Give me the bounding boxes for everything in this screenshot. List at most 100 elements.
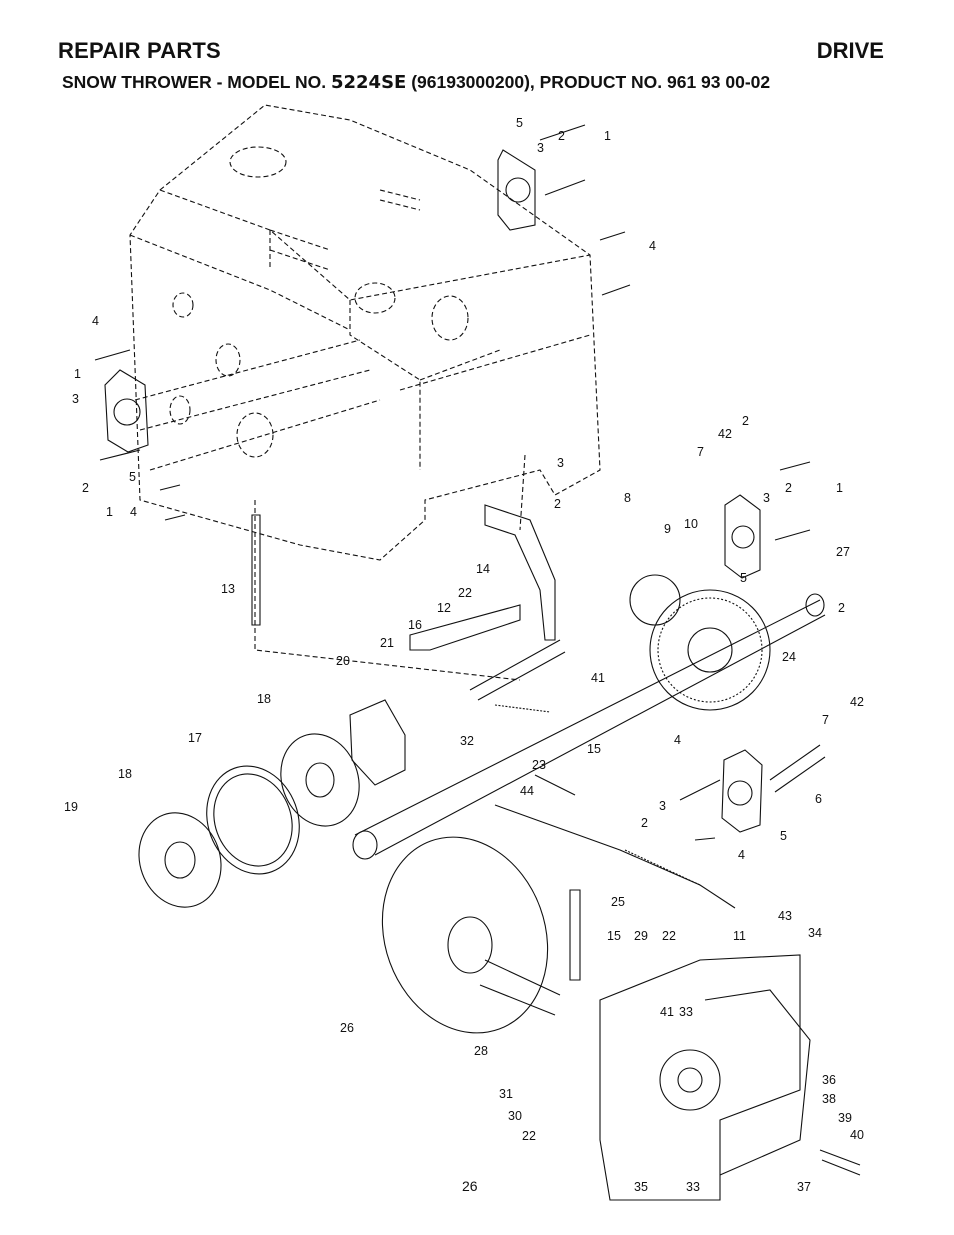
callout-label: 1 <box>106 505 113 519</box>
callout-label: 39 <box>838 1111 852 1125</box>
flange-right <box>724 494 761 579</box>
callout-label: 4 <box>92 314 99 328</box>
callout-label: 3 <box>557 456 564 470</box>
callout-label: 2 <box>554 497 561 511</box>
plate-18-right <box>280 733 360 827</box>
callout-label: 15 <box>587 742 601 756</box>
section-title: REPAIR PARTS <box>58 38 221 63</box>
callout-label: 9 <box>664 522 671 536</box>
callout-label: 5 <box>780 829 787 843</box>
callout-label: 5 <box>516 116 523 130</box>
callout-label: 16 <box>408 618 422 632</box>
callout-label: 1 <box>74 367 81 381</box>
callout-label: 2 <box>742 414 749 428</box>
bracket-14 <box>484 504 556 641</box>
callout-label: 4 <box>649 239 656 253</box>
hex-shaft <box>354 599 826 856</box>
pinion-gear <box>629 574 681 626</box>
flange-left <box>104 369 149 453</box>
callout-label: 3 <box>72 392 79 406</box>
callout-label: 2 <box>785 481 792 495</box>
bearing-lower <box>727 780 753 806</box>
callout-label: 3 <box>763 491 770 505</box>
callout-label: 40 <box>850 1128 864 1142</box>
callout-label: 13 <box>221 582 235 596</box>
callout-label: 41 <box>591 671 605 685</box>
callout-label: 18 <box>257 692 271 706</box>
callout-label: 2 <box>558 129 565 143</box>
callout-label: 2 <box>641 816 648 830</box>
callout-label: 29 <box>634 929 648 943</box>
callout-label: 22 <box>458 586 472 600</box>
bracket-16 <box>409 604 521 651</box>
callout-label: 4 <box>738 848 745 862</box>
callout-label: 5 <box>740 571 747 585</box>
callout-label: 8 <box>624 491 631 505</box>
callout-label: 2 <box>82 481 89 495</box>
bearing-right <box>731 525 755 549</box>
callout-label: 31 <box>499 1087 513 1101</box>
callout-label: 24 <box>782 650 796 664</box>
section-name: DRIVE <box>816 38 884 63</box>
callout-label: 27 <box>836 545 850 559</box>
callout-label: 1 <box>604 129 611 143</box>
callout-label: 42 <box>718 427 732 441</box>
callout-label: 33 <box>686 1180 700 1194</box>
subtitle-prefix: SNOW THROWER - MODEL NO. <box>62 72 331 92</box>
callout-label: 32 <box>460 734 474 748</box>
callout-label: 15 <box>607 929 621 943</box>
callout-label: 19 <box>64 800 78 814</box>
shaft-13 <box>251 514 261 626</box>
callout-label: 25 <box>611 895 625 909</box>
callout-labels: 5 2 1 3 4 4 1 3 5 2 1 4 2 42 7 3 8 2 1 3… <box>64 116 864 1194</box>
callout-label: 33 <box>679 1005 693 1019</box>
callout-label: 14 <box>476 562 490 576</box>
callout-label: 11 <box>733 929 746 943</box>
callout-label: 26 <box>340 1021 354 1035</box>
diagram-linework <box>94 104 861 1201</box>
auger-housing-outline <box>129 104 601 681</box>
callout-label: 7 <box>822 713 829 727</box>
pin-44 <box>534 774 576 796</box>
hub-28 <box>479 959 561 1016</box>
callout-label: 20 <box>336 654 350 668</box>
callout-label: 17 <box>188 731 202 745</box>
cable-rod <box>494 804 736 909</box>
input-shaft <box>469 639 566 701</box>
callout-label: 7 <box>697 445 704 459</box>
callout-label: 38 <box>822 1092 836 1106</box>
model-number: 5224SE <box>330 72 407 93</box>
bearing-left <box>113 398 141 426</box>
callout-label: 30 <box>508 1109 522 1123</box>
plate-18-left <box>138 812 222 908</box>
callout-label: 28 <box>474 1044 488 1058</box>
bearing-top <box>505 177 531 203</box>
flange-top <box>497 149 536 231</box>
callout-label: 44 <box>520 784 534 798</box>
subtitle-suffix: (96193000200), PRODUCT NO. 961 93 00-02 <box>406 72 771 92</box>
callout-label: 42 <box>850 695 864 709</box>
callout-label: 41 <box>660 1005 674 1019</box>
callout-label: 10 <box>684 517 698 531</box>
flange-lower <box>721 749 763 833</box>
axle-6 <box>769 744 826 793</box>
callout-label: 12 <box>437 601 451 615</box>
callout-label: 23 <box>532 758 546 772</box>
callout-label: 21 <box>380 636 394 650</box>
callout-label: 4 <box>674 733 681 747</box>
model-subtitle: SNOW THROWER - MODEL NO. 5224SE (9619300… <box>62 72 770 93</box>
callout-label: 1 <box>836 481 843 495</box>
friction-disc-26 <box>381 836 549 1034</box>
callout-label: 22 <box>662 929 676 943</box>
gear-24 <box>649 589 771 711</box>
callout-label: 2 <box>838 601 845 615</box>
spring-23 <box>494 704 551 713</box>
friction-wheel-17 <box>206 765 300 875</box>
callout-label: 37 <box>797 1180 811 1194</box>
callout-label: 35 <box>634 1180 648 1194</box>
callout-label: 36 <box>822 1073 836 1087</box>
callout-label: 5 <box>129 470 136 484</box>
frame-34 <box>599 954 801 1201</box>
callout-label: 3 <box>537 141 544 155</box>
